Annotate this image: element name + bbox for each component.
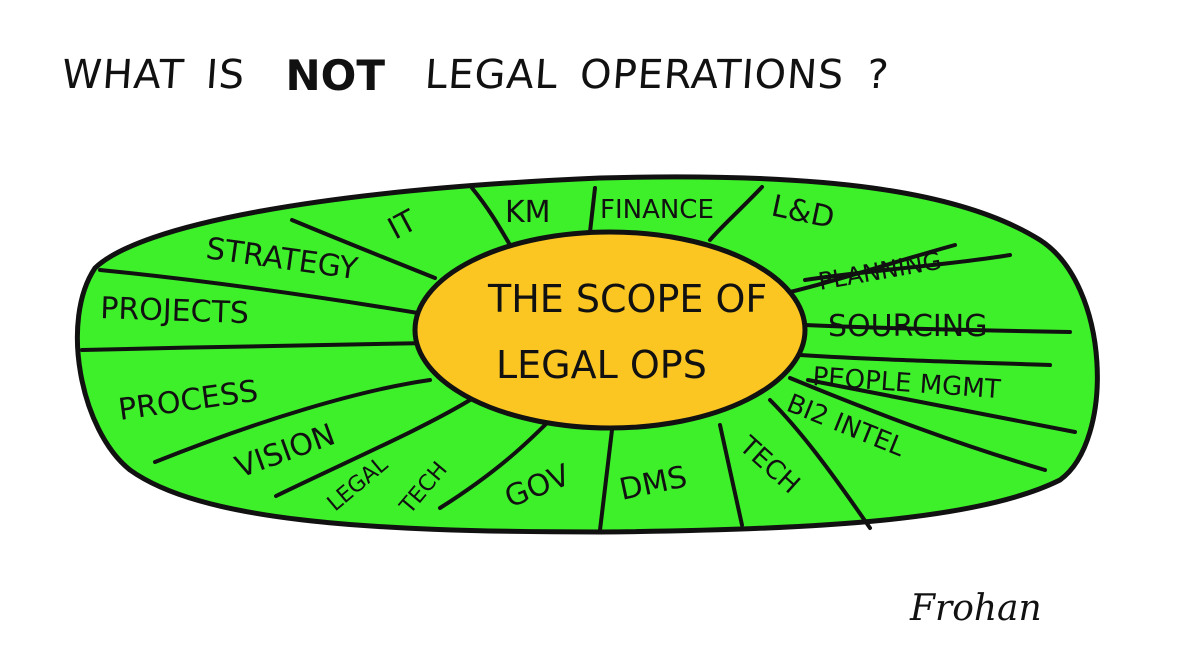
artist-signature: Frohan: [910, 588, 1042, 629]
segment-dividers: [80, 185, 1077, 532]
title-word-not: NOT: [285, 50, 386, 100]
title-highlight-not: NOT: [267, 40, 404, 118]
segment-label-km: KM: [505, 195, 551, 230]
center-label-line1: THE SCOPE OF: [487, 277, 767, 321]
page-title: WHAT IS NOT LEGAL OPERATIONS ?: [60, 30, 911, 120]
center-hub: [412, 229, 808, 431]
segment-label-finance: FINANCE: [600, 195, 714, 225]
segment-label-sourcing: SOURCING: [828, 309, 987, 344]
center-label-line2: LEGAL OPS: [496, 343, 707, 387]
segment-label-projects: PROJECTS: [100, 291, 250, 331]
